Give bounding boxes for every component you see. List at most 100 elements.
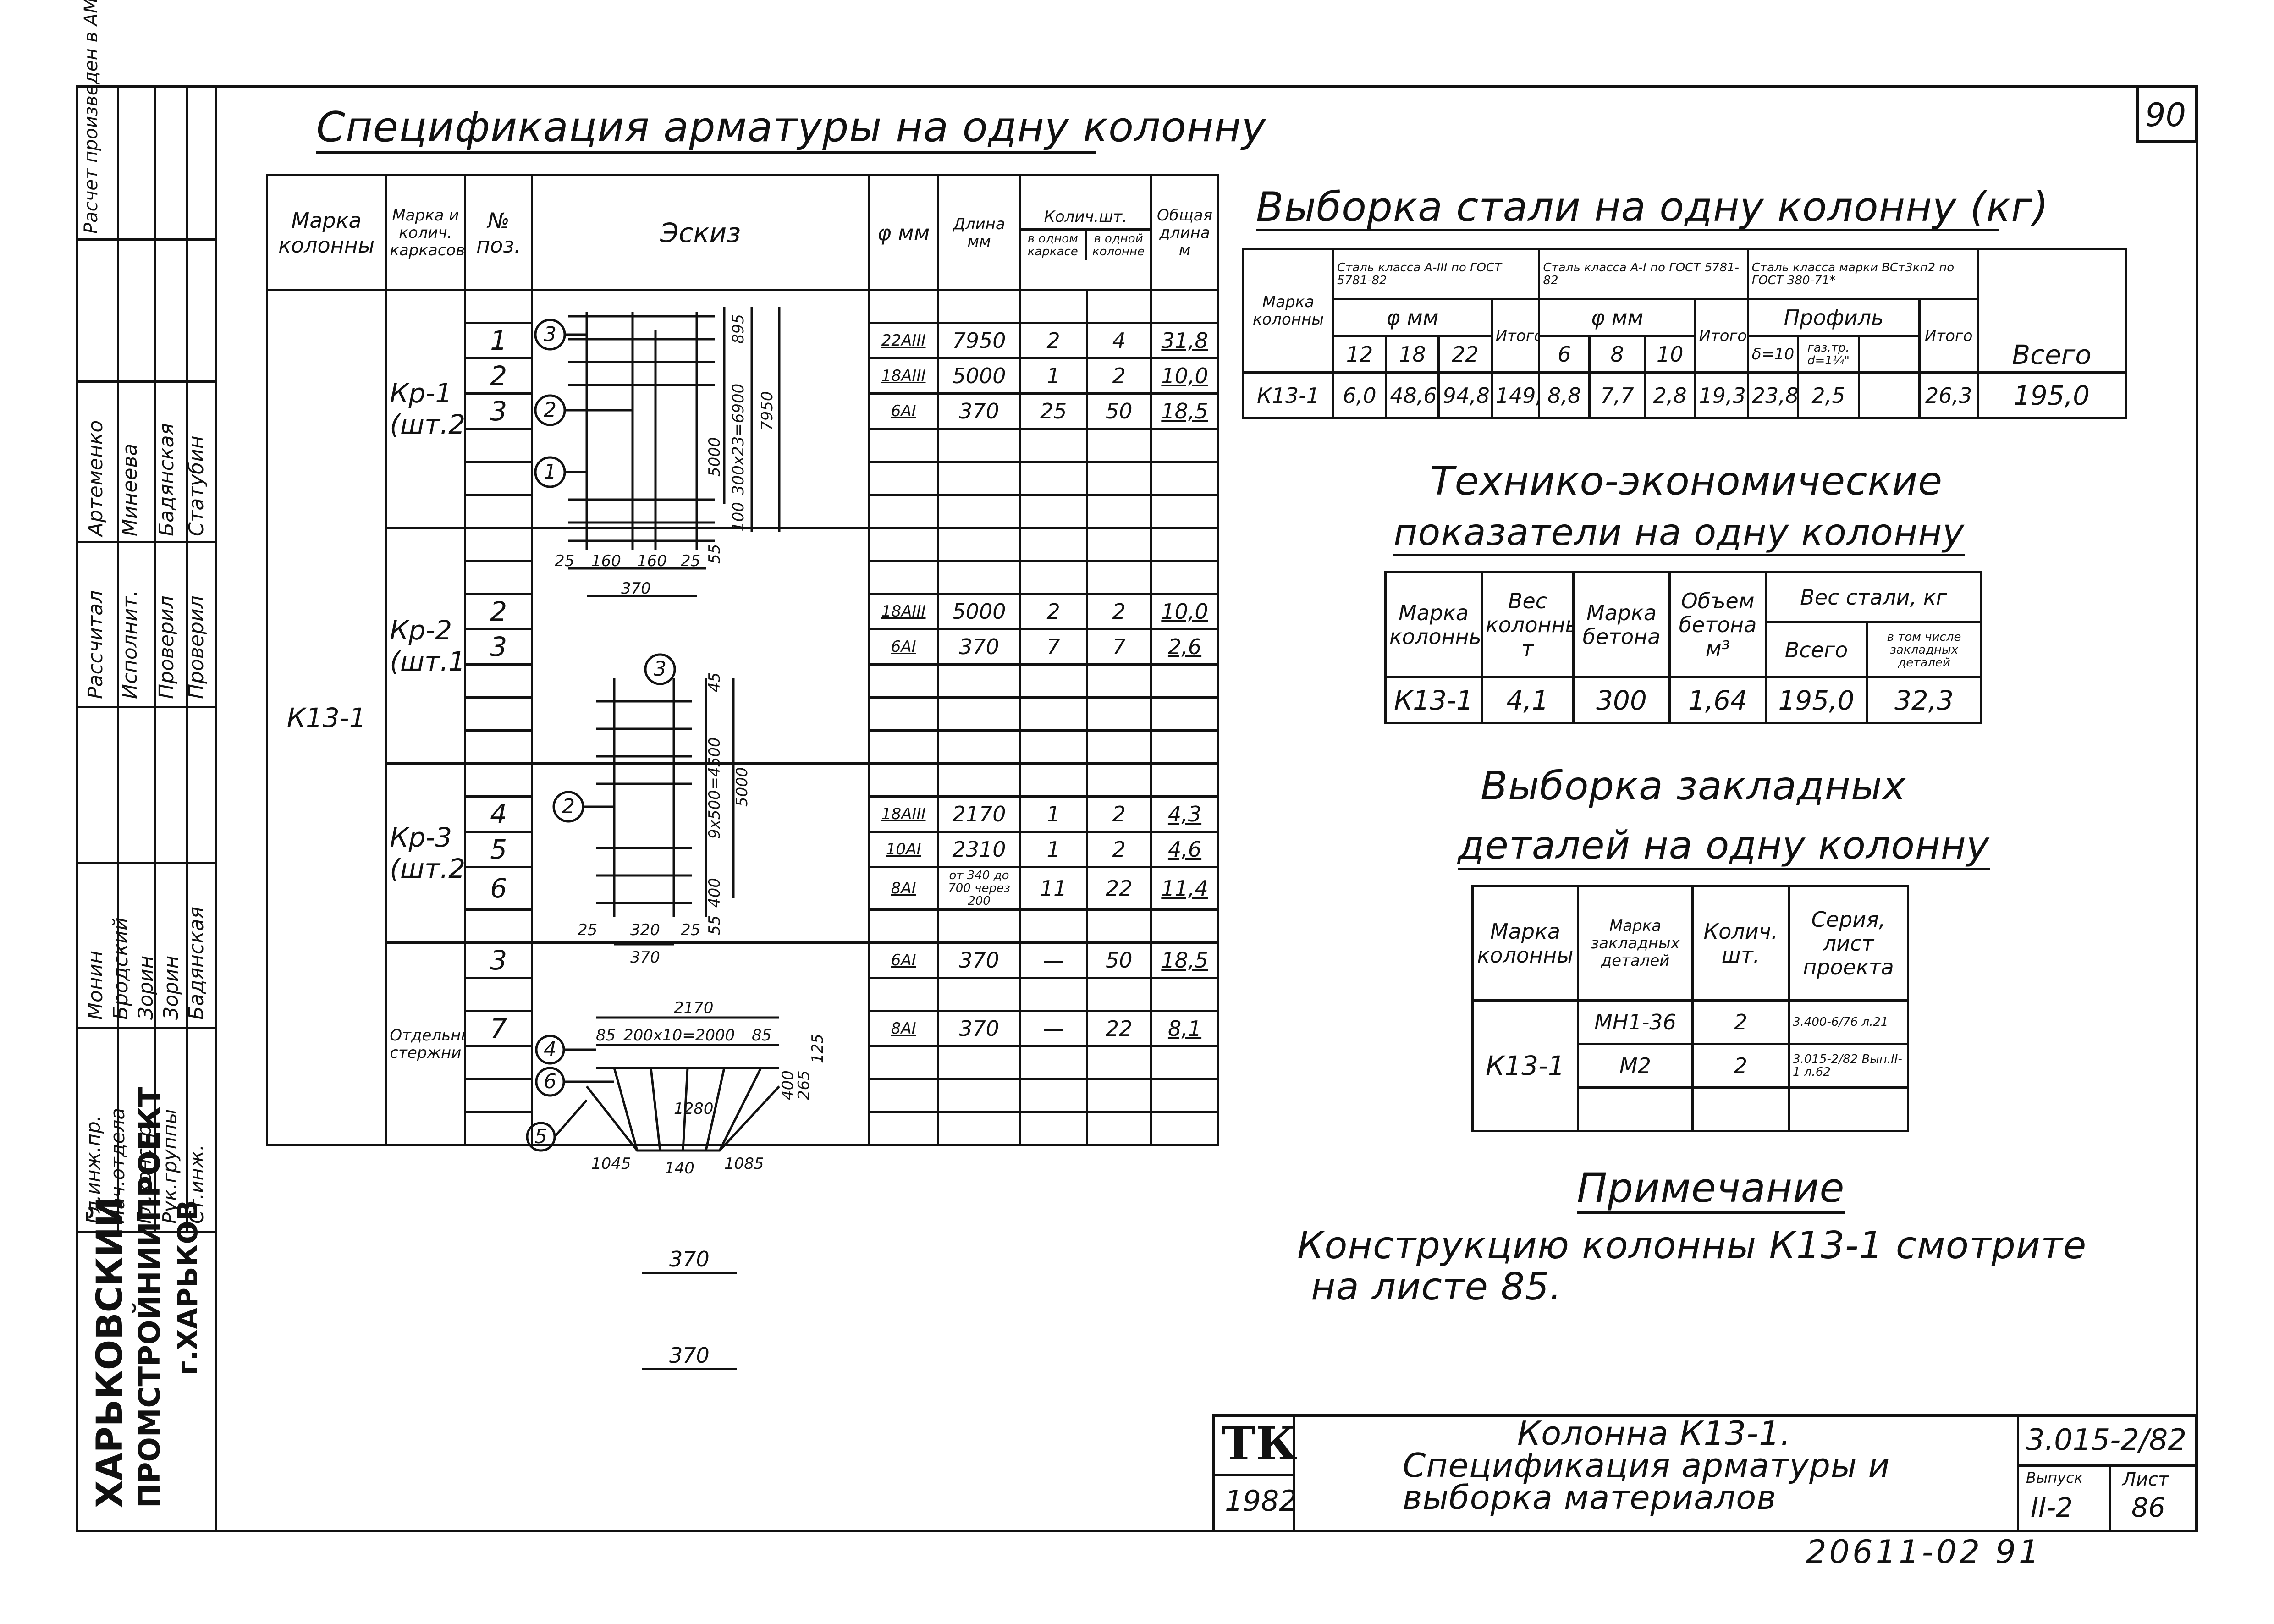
sketch3-mark-4: 4 — [544, 1038, 556, 1061]
steel-cell: 8,8 — [1538, 371, 1591, 419]
stamp-vyp-label: Выпуск — [2026, 1469, 2083, 1486]
strip-border — [215, 85, 217, 1532]
note-text-2: на листе 85. — [1311, 1265, 1562, 1309]
spec-total — [1150, 729, 1219, 765]
sketch-kr1: 3 2 1 895 300x23=6900 7950 5000 100 55 2… — [534, 307, 781, 598]
zakl-table: Марка колонны Марка закладных деталей Ко… — [1471, 885, 1909, 1132]
spec-phi: 8АI — [868, 1010, 940, 1047]
steel-h-itogo2: Итого — [1694, 298, 1749, 374]
zakl-qty: 2 — [1691, 999, 1790, 1045]
zakl-series — [1788, 1086, 1909, 1132]
spec-row — [267, 1111, 1219, 1146]
spec-total — [1150, 461, 1219, 496]
spec-total — [1150, 977, 1219, 1012]
spec-len: 7950 — [937, 322, 1021, 359]
chief-role-2: Нач.отдела — [106, 1107, 129, 1224]
spec-phi — [868, 1078, 940, 1113]
org-city: г.ХАРЬКОВ — [172, 1200, 204, 1375]
note-title: Примечание — [1577, 1164, 1845, 1214]
spec-len — [937, 762, 1021, 798]
right-border — [2196, 85, 2198, 1532]
spec-len — [937, 663, 1021, 699]
h-dlina: Длина мм — [937, 174, 1021, 291]
spec-qty-b — [1085, 977, 1153, 1012]
spec-total: 18,5 — [1150, 392, 1219, 430]
zakl-detail: МН1-36 — [1577, 999, 1694, 1045]
spec-total: 4,3 — [1150, 795, 1219, 833]
h-karkas: Марка и колич. каркасов — [385, 174, 467, 291]
spec-qty-b: 2 — [1085, 831, 1153, 868]
spec-eskiz-cell — [531, 527, 870, 765]
sketch-kr2: 3 2 45 400 9x500=4500 5000 55 25 320 25 … — [552, 653, 751, 967]
spec-pos: 6 — [464, 866, 534, 911]
sketch2-dim-25a: 25 — [578, 921, 597, 939]
steel-cell: 26,3 — [1918, 371, 1979, 419]
spec-pos — [464, 494, 534, 529]
spec-total — [1150, 1111, 1219, 1146]
sketch2-dim-320: 320 — [630, 921, 660, 939]
chief-role-3: Гл.констр. — [133, 1118, 155, 1224]
tep-h-obem: Объем бетона м³ — [1668, 571, 1767, 678]
steel-h-phi1: φ мм — [1332, 298, 1493, 337]
h-kol-a: в одном каркасе — [1022, 231, 1087, 260]
sketch-kr3: 4 6 5 2170 85 200x10=2000 85 1045 140 10… — [526, 999, 825, 1178]
spec-karkas-label: Отдельные стержни — [385, 941, 467, 1146]
steel-title: Выборка стали на одну колонну (кг) — [1256, 183, 2049, 231]
steel-sub-delta: δ=10 — [1746, 335, 1800, 374]
spec-pos — [464, 289, 534, 324]
spec-qty-b: 2 — [1085, 357, 1153, 395]
sketch1-dim-370: 370 — [621, 579, 651, 598]
spec-pos: 3 — [464, 941, 534, 979]
spec-qty-b: 4 — [1085, 322, 1153, 359]
spec-phi — [868, 729, 940, 765]
stamp-list: 86 — [2131, 1492, 2165, 1523]
spec-row — [267, 977, 1219, 1012]
zakl-detail — [1577, 1086, 1694, 1132]
tep-h-vsego: Всего — [1765, 621, 1868, 678]
spec-qty-b — [1085, 729, 1153, 765]
role-2: Исполнит. — [118, 590, 142, 699]
spec-phi — [868, 494, 940, 529]
spec-qty-b: 50 — [1085, 941, 1153, 979]
spec-phi — [868, 461, 940, 496]
zakl-detail: М2 — [1577, 1043, 1694, 1089]
spec-qty-a: — — [1019, 941, 1088, 979]
sketch3-dim-140: 140 — [665, 1159, 694, 1178]
spec-qty-b — [1085, 663, 1153, 699]
spec-row: К13-1Кр-1 (шт.2) — [265, 289, 1219, 1146]
spec-pos: 5 — [464, 831, 534, 868]
steel-sub-18: 18 — [1385, 335, 1440, 374]
steel-cell: 195,0 — [1977, 371, 2127, 419]
spec-pos — [464, 461, 534, 496]
spec-pos — [464, 908, 534, 944]
zakl-h-marka: Марка колонны — [1471, 885, 1579, 1002]
tep-h-marka: Марка колонны — [1384, 571, 1483, 678]
spec-row — [267, 696, 1219, 732]
sketch2-mark-3: 3 — [654, 657, 666, 681]
spec-qty-b — [1085, 1078, 1153, 1113]
sketch1-dim-55: 55 — [705, 544, 724, 564]
tep-table: Марка колонны Вес колонны т Марка бетона… — [1384, 571, 1983, 724]
spec-qty-b — [1085, 762, 1153, 798]
spec-total: 8,1 — [1150, 1010, 1219, 1047]
spec-qty-b — [1085, 461, 1153, 496]
sketch3-dim-2000: 200x10=2000 — [623, 1026, 735, 1045]
spec-table: Марка колонны Марка и колич. каркасов № … — [265, 174, 1219, 1146]
spec-phi — [868, 762, 940, 798]
zakl-qty — [1691, 1086, 1790, 1132]
tep-h-ves: Вес колонны т — [1481, 571, 1575, 678]
sketch2-dim-400: 400 — [705, 878, 724, 908]
spec-total — [1150, 696, 1219, 732]
bar-len-1: 370 — [642, 1247, 737, 1274]
spec-pos — [464, 729, 534, 765]
spec-qty-a — [1019, 977, 1088, 1012]
spec-phi — [868, 696, 940, 732]
stamp-vyp: II-2 — [2031, 1492, 2073, 1523]
spec-qty-a: — — [1019, 1010, 1088, 1047]
spec-karkas-label: Кр-2 (шт.1) — [385, 527, 467, 765]
